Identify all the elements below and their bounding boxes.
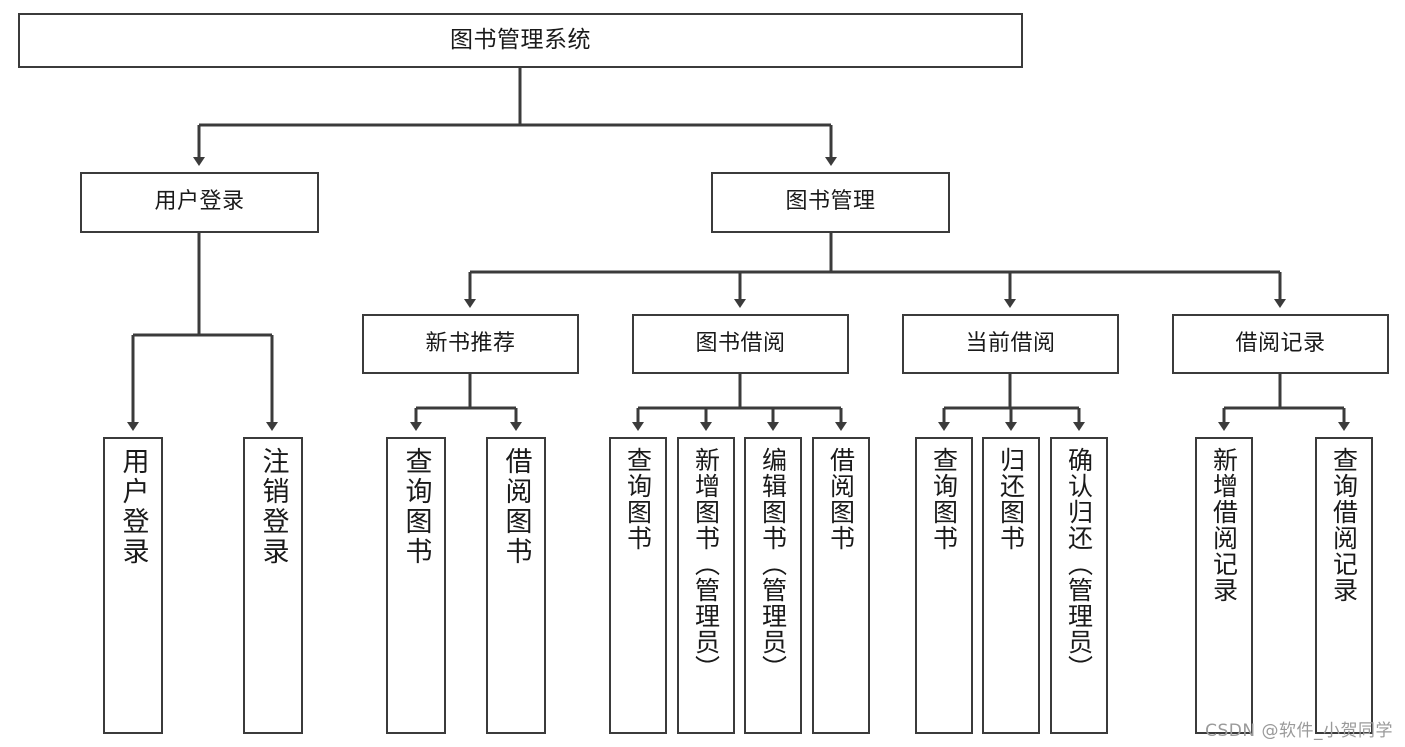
node-label: 归还图书 bbox=[996, 447, 1026, 551]
node-label: 用户登录 bbox=[154, 189, 245, 215]
node-leaf-edit-book[interactable]: 编辑图书（管理员） bbox=[744, 437, 802, 734]
node-leaf-query-record[interactable]: 查询借阅记录 bbox=[1315, 437, 1373, 734]
node-label: 图书借阅 bbox=[695, 330, 786, 356]
node-label: 确认归还（管理员） bbox=[1064, 447, 1094, 681]
node-label: 查询图书 bbox=[623, 447, 653, 551]
node-loan-records[interactable]: 借阅记录 bbox=[1172, 314, 1389, 374]
node-leaf-confirm-return[interactable]: 确认归还（管理员） bbox=[1050, 437, 1108, 734]
node-label: 查询借阅记录 bbox=[1329, 447, 1359, 603]
node-new-book-recommendation[interactable]: 新书推荐 bbox=[362, 314, 579, 374]
node-leaf-borrow-book-2[interactable]: 借阅图书 bbox=[812, 437, 870, 734]
node-leaf-user-login[interactable]: 用户登录 bbox=[103, 437, 163, 734]
node-label: 当前借阅 bbox=[965, 330, 1056, 356]
node-leaf-add-record[interactable]: 新增借阅记录 bbox=[1195, 437, 1253, 734]
node-leaf-logout[interactable]: 注销登录 bbox=[243, 437, 303, 734]
node-label: 新增图书（管理员） bbox=[691, 447, 721, 681]
node-leaf-add-book[interactable]: 新增图书（管理员） bbox=[677, 437, 735, 734]
node-label: 编辑图书（管理员） bbox=[758, 447, 788, 681]
node-label: 注销登录 bbox=[257, 447, 289, 567]
node-label: 新增借阅记录 bbox=[1209, 447, 1239, 603]
node-label: 图书管理 bbox=[785, 189, 876, 215]
node-label: 借阅图书 bbox=[826, 447, 856, 551]
watermark-text: CSDN @软件_小贺同学 bbox=[1205, 721, 1393, 741]
node-label: 查询图书 bbox=[929, 447, 959, 551]
node-leaf-query-book-1[interactable]: 查询图书 bbox=[386, 437, 446, 734]
node-label: 新书推荐 bbox=[425, 330, 516, 356]
node-leaf-query-book-3[interactable]: 查询图书 bbox=[915, 437, 973, 734]
node-root-system[interactable]: 图书管理系统 bbox=[18, 13, 1023, 68]
node-label: 借阅记录 bbox=[1235, 330, 1326, 356]
node-leaf-return-book[interactable]: 归还图书 bbox=[982, 437, 1040, 734]
node-user-login[interactable]: 用户登录 bbox=[80, 172, 319, 233]
node-leaf-query-book-2[interactable]: 查询图书 bbox=[609, 437, 667, 734]
node-label: 借阅图书 bbox=[500, 447, 532, 567]
node-label: 查询图书 bbox=[400, 447, 432, 567]
node-current-loans[interactable]: 当前借阅 bbox=[902, 314, 1119, 374]
node-label: 图书管理系统 bbox=[450, 26, 591, 53]
node-label: 用户登录 bbox=[117, 447, 149, 567]
node-leaf-borrow-book-1[interactable]: 借阅图书 bbox=[486, 437, 546, 734]
node-book-borrowing[interactable]: 图书借阅 bbox=[632, 314, 849, 374]
node-book-management[interactable]: 图书管理 bbox=[711, 172, 950, 233]
